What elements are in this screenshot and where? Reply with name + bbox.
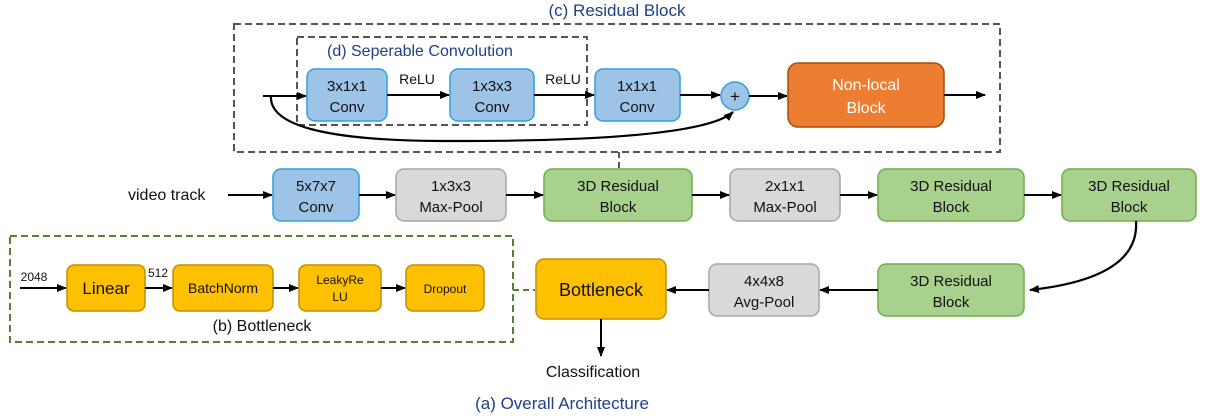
- caption-bottleneck: (b) Bottleneck: [213, 318, 313, 335]
- res3-to-res4-arrow: [1029, 220, 1138, 293]
- residual-block-3-line1: 3D Residual: [1088, 178, 1170, 195]
- avgpool-line1: 4x4x8: [744, 273, 784, 290]
- residual-block-frame: [233, 23, 1001, 153]
- conv-1x1x1-line1: 1x1x1: [617, 78, 657, 95]
- relu-2-label: ReLU: [545, 71, 581, 87]
- conv-1x3x3-line2: Conv: [474, 99, 510, 116]
- addition-symbol: +: [730, 87, 740, 106]
- input-label: video track: [128, 187, 206, 204]
- residual-block-3-box: [1061, 168, 1197, 222]
- leakyrelu-box: [298, 264, 382, 312]
- batchnorm-label: BatchNorm: [188, 280, 258, 296]
- conv-3x1x1-line1: 3x1x1: [327, 78, 367, 95]
- mid-dim-label: 512: [148, 266, 168, 280]
- conv-5x7x7-line1: 5x7x7: [296, 178, 336, 195]
- maxpool-1x3x3-line1: 1x3x3: [431, 178, 471, 195]
- avgpool-line2: Avg-Pool: [734, 294, 795, 311]
- leakyrelu-line2: LU: [332, 290, 347, 304]
- classification-label: Classification: [546, 364, 640, 381]
- skip-connection-arrow: [269, 95, 734, 143]
- residual-block-2-line2: Block: [933, 199, 970, 216]
- residual-block-4-line2: Block: [933, 294, 970, 311]
- bottleneck-label: Bottleneck: [559, 280, 644, 300]
- non-local-line2: Block: [846, 100, 886, 117]
- maxpool-2x1x1-line2: Max-Pool: [753, 199, 816, 216]
- residual-block-4-line1: 3D Residual: [910, 273, 992, 290]
- non-local-block-box: [787, 62, 945, 128]
- residual-block-2-line1: 3D Residual: [910, 178, 992, 195]
- non-local-line1: Non-local: [832, 77, 900, 94]
- caption-residual-block: (c) Residual Block: [549, 1, 686, 20]
- conv-1x3x3-line1: 1x3x3: [472, 78, 512, 95]
- input-dim-label: 2048: [21, 270, 48, 284]
- conv-1x1x1-line2: Conv: [619, 99, 655, 116]
- relu-1-label: ReLU: [399, 71, 435, 87]
- conv-5x7x7-line2: Conv: [298, 199, 334, 216]
- linear-label: Linear: [82, 279, 130, 298]
- caption-separable-convolution: (d) Seperable Convolution: [327, 43, 513, 60]
- caption-overall-architecture: (a) Overall Architecture: [475, 394, 649, 413]
- leakyrelu-line1: LeakyRe: [316, 273, 364, 287]
- separable-conv-frame: [296, 36, 588, 126]
- residual-block-1-line1: 3D Residual: [577, 178, 659, 195]
- residual-block-3-line2: Block: [1111, 199, 1148, 216]
- maxpool-2x1x1-line1: 2x1x1: [765, 178, 805, 195]
- residual-block-1-line2: Block: [600, 199, 637, 216]
- maxpool-1x3x3-line2: Max-Pool: [419, 199, 482, 216]
- dropout-box: [405, 264, 485, 312]
- dropout-label: Dropout: [424, 282, 467, 296]
- conv-3x1x1-line2: Conv: [329, 99, 365, 116]
